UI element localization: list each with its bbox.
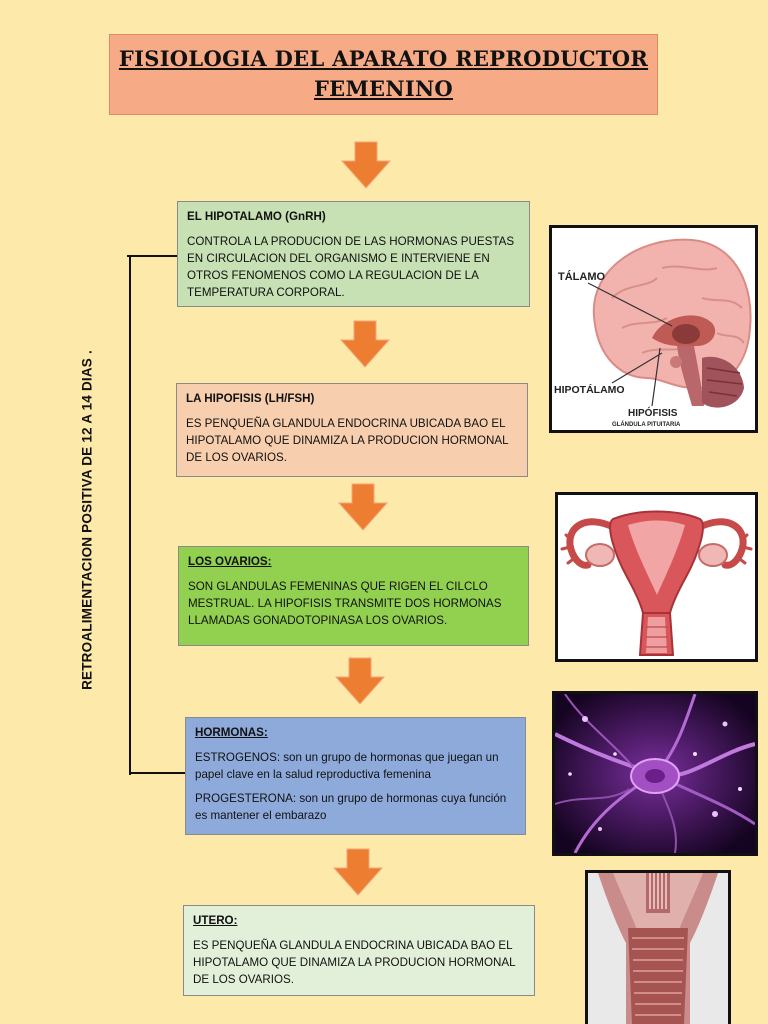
brain-label-hipotalamo: HIPOTÁLAMO (554, 383, 625, 396)
bracket-vertical-line (129, 255, 131, 775)
title-line-1: FISIOLOGIA DEL APARATO REPRODUCTOR (118, 46, 649, 71)
box-heading: EL HIPOTALAMO (GnRH) (187, 210, 326, 223)
down-arrow-icon (333, 848, 383, 896)
box-heading: LA HIPOFISIS (LH/FSH) (186, 392, 315, 405)
uterus-image (555, 492, 758, 662)
brain-label-glandula: GLÁNDULA PITUITARIA (612, 421, 681, 428)
down-arrow-icon (335, 657, 385, 705)
bracket-bottom-line (129, 772, 186, 774)
box-text-progesterona: PROGESTERONA: son un grupo de hormonas c… (195, 792, 507, 822)
box-text: CONTROLA LA PRODUCION DE LAS HORMONAS PU… (187, 235, 515, 299)
brain-label-talamo: TÁLAMO (558, 270, 605, 283)
down-arrow-icon (338, 483, 388, 531)
uterus-section-image (585, 870, 731, 1024)
box-text: ES PENQUEÑA GLANDULA ENDOCRINA UBICADA B… (186, 417, 509, 464)
hormonas-box: HORMONAS: ESTROGENOS: son un grupo de ho… (185, 717, 526, 835)
down-arrow-icon (341, 141, 391, 189)
feedback-label: RETROALIMENTACION POSITIVA DE 12 A 14 DI… (79, 350, 95, 690)
box-text: ES PENQUEÑA GLANDULA ENDOCRINA UBICADA B… (193, 939, 516, 986)
box-text-estrogenos: ESTROGENOS: son un grupo de hormonas que… (195, 751, 499, 781)
box-heading: HORMONAS: (195, 726, 268, 739)
utero-box: UTERO: ES PENQUEÑA GLANDULA ENDOCRINA UB… (183, 905, 535, 996)
hormones-image (552, 691, 758, 856)
down-arrow-icon (340, 320, 390, 368)
box-text: SON GLANDULAS FEMENINAS QUE RIGEN EL CIL… (188, 580, 502, 627)
title-line-2: FEMENINO (313, 76, 454, 101)
hipotalamo-box: EL HIPOTALAMO (GnRH) CONTROLA LA PRODUCI… (177, 201, 530, 307)
ovarios-box: LOS OVARIOS: SON GLANDULAS FEMENINAS QUE… (178, 546, 529, 646)
box-heading: LOS OVARIOS: (188, 555, 272, 568)
box-heading: UTERO: (193, 914, 238, 927)
brain-image: TÁLAMO HIPOTÁLAMO HIPÓFISIS GLÁNDULA PIT… (549, 225, 758, 433)
brain-label-hipofisis: HIPÓFISIS (628, 406, 678, 419)
title-box: FISIOLOGIA DEL APARATO REPRODUCTOR FEMEN… (109, 34, 658, 115)
bracket-top-line (127, 255, 179, 257)
hipofisis-box: LA HIPOFISIS (LH/FSH) ES PENQUEÑA GLANDU… (176, 383, 528, 477)
